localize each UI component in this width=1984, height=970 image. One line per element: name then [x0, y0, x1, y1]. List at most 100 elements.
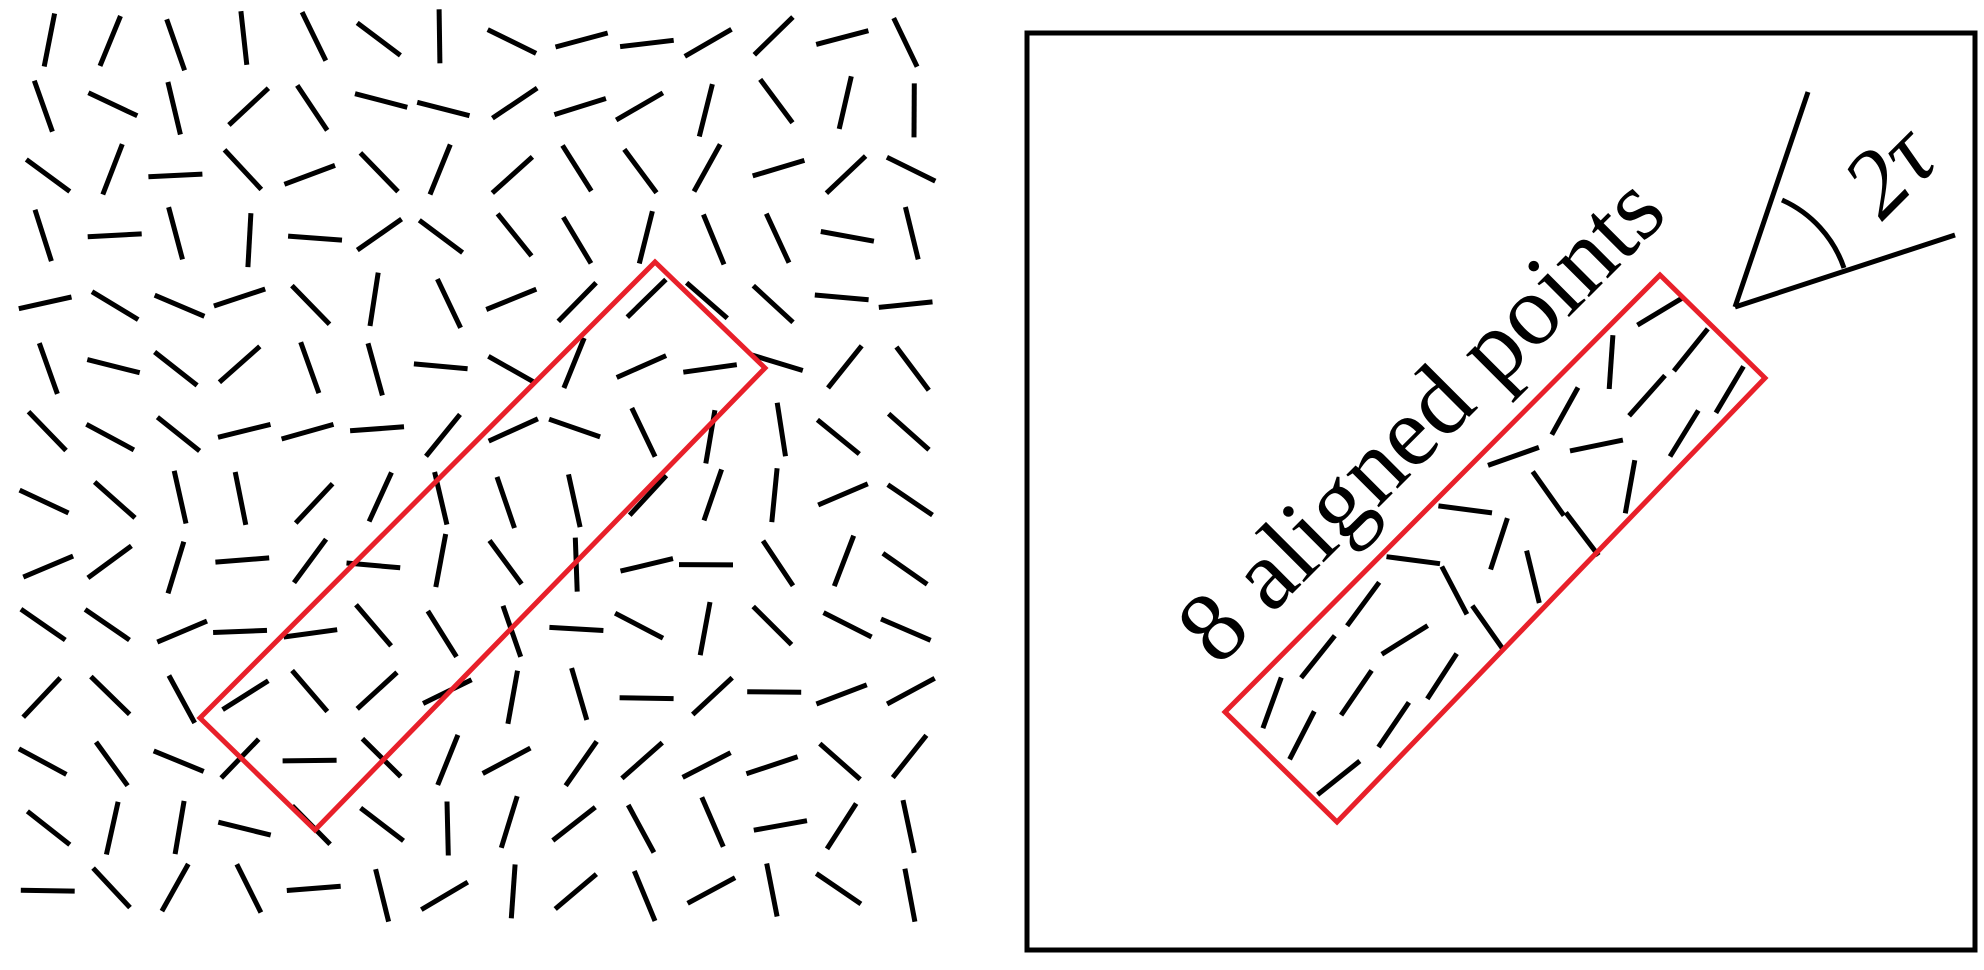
random-segment: [87, 231, 142, 240]
random-segment: [435, 733, 461, 786]
random-segment: [885, 676, 936, 707]
random-segment: [627, 473, 669, 517]
random-segment: [427, 143, 453, 196]
random-segment: [83, 607, 131, 643]
random-segment: [699, 796, 726, 848]
region-segment: [1569, 437, 1624, 454]
random-segment: [280, 421, 335, 442]
random-segment: [153, 292, 206, 319]
random-segment: [631, 870, 658, 922]
random-segment: [498, 795, 520, 849]
random-segment: [156, 618, 208, 645]
random-segment: [614, 90, 665, 123]
random-segment: [355, 20, 402, 58]
random-segment: [420, 879, 470, 912]
random-segment: [298, 341, 322, 394]
region-segment: [1563, 510, 1601, 558]
random-segment: [619, 37, 674, 50]
region-segment: [1671, 327, 1710, 373]
random-segment: [97, 15, 123, 67]
random-segment: [758, 77, 795, 125]
random-segment: [822, 610, 873, 640]
random-segment: [495, 212, 534, 258]
random-segment: [100, 143, 125, 196]
right-panel-frame: [1024, 30, 1978, 953]
angle-tau-label: 2τ: [1821, 100, 1957, 236]
random-segment: [366, 471, 394, 523]
random-segment: [290, 283, 332, 327]
region-segment: [1549, 386, 1581, 436]
random-segment: [818, 741, 862, 782]
random-segment: [86, 543, 133, 580]
random-segment: [820, 229, 875, 244]
random-segment: [217, 421, 272, 440]
random-segment: [836, 75, 854, 130]
random-segment: [561, 337, 587, 389]
random-segment: [159, 862, 191, 913]
random-segment: [682, 362, 738, 375]
random-segment: [701, 213, 727, 266]
random-segment: [19, 607, 67, 643]
random-segment: [701, 468, 724, 522]
random-segment: [508, 864, 518, 919]
random-segment: [620, 740, 664, 781]
region-segment: [1488, 517, 1510, 571]
random-segment: [287, 233, 343, 243]
random-segment: [283, 627, 338, 640]
region-segment: [1487, 445, 1540, 468]
random-segment: [92, 480, 137, 520]
random-segment: [413, 361, 468, 372]
random-segment: [355, 670, 399, 711]
random-segment: [416, 99, 471, 119]
random-segment: [569, 667, 590, 721]
random-segment: [153, 350, 199, 388]
random-segment: [90, 289, 140, 322]
random-segment: [560, 144, 594, 193]
random-segment: [89, 674, 132, 717]
random-segment: [681, 750, 732, 780]
random-segment: [358, 151, 400, 194]
random-segment: [831, 534, 857, 587]
random-segment: [494, 476, 517, 529]
random-segment: [880, 616, 932, 643]
region-segment: [1316, 759, 1362, 797]
random-segment: [697, 601, 713, 656]
region-segment: [1380, 623, 1430, 657]
random-segment: [902, 206, 921, 260]
random-segment: [18, 487, 70, 516]
random-segment: [93, 740, 130, 788]
region-segment: [1470, 604, 1506, 652]
random-segment: [25, 809, 72, 847]
random-segment: [24, 157, 72, 194]
random-segment: [171, 470, 189, 525]
random-segment: [444, 801, 451, 856]
region-segment: [1636, 295, 1685, 328]
random-segment: [355, 217, 404, 253]
random-segment: [554, 30, 609, 50]
random-segment: [751, 604, 794, 647]
random-segment: [764, 863, 780, 917]
region-segment: [1667, 409, 1701, 458]
random-segment: [18, 294, 73, 312]
random-segment: [217, 344, 262, 385]
random-segment: [417, 218, 465, 255]
random-segment: [213, 286, 266, 309]
region-segment: [1438, 503, 1493, 516]
random-segment: [436, 9, 443, 64]
region-segment: [1345, 580, 1382, 628]
random-segment: [299, 11, 329, 62]
random-segment: [815, 28, 870, 47]
random-segment: [166, 206, 185, 261]
random-segment: [373, 868, 392, 923]
random-segment: [86, 357, 141, 376]
random-segment: [487, 354, 537, 386]
random-segment: [433, 533, 449, 588]
region-segment: [1530, 470, 1566, 518]
random-segment: [894, 345, 931, 392]
random-segment: [890, 733, 929, 780]
random-segment: [549, 624, 604, 633]
random-segment: [626, 803, 657, 854]
random-segment: [21, 676, 63, 719]
random-segment: [354, 603, 394, 648]
random-segment: [815, 417, 861, 456]
